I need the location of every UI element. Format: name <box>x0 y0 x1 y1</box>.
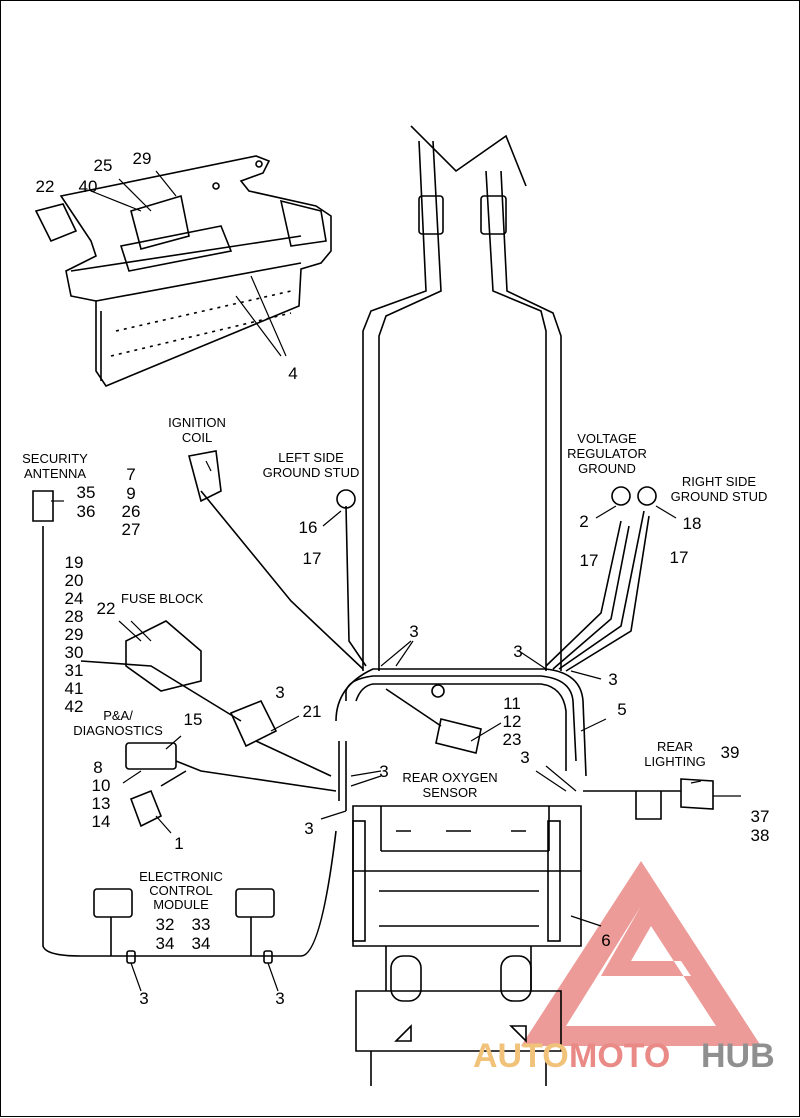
callout-18: 18 <box>683 514 702 533</box>
caption-rear-oxygen-1: REAR OXYGEN <box>402 770 497 785</box>
callout-numbers: 25 29 22 40 4 7 9 26 27 35 36 16 17 2 17… <box>36 149 770 1008</box>
callout-16: 16 <box>299 518 318 537</box>
callout-36: 36 <box>77 502 96 521</box>
callout-3-c: 3 <box>608 670 617 689</box>
harness-main <box>32 125 714 1086</box>
callout-35: 35 <box>77 483 96 502</box>
callout-20: 20 <box>65 571 84 590</box>
leader-lines <box>51 170 741 992</box>
callout-3-a: 3 <box>409 622 418 641</box>
caption-voltage-reg-3: GROUND <box>578 461 636 476</box>
callout-22-top: 22 <box>36 177 55 196</box>
callout-39: 39 <box>721 743 740 762</box>
caption-security-antenna-2: ANTENNA <box>24 466 86 481</box>
callout-3-e: 3 <box>379 762 388 781</box>
caption-rear-oxygen-2: SENSOR <box>423 785 478 800</box>
callout-3-d: 3 <box>275 683 284 702</box>
callout-40: 40 <box>79 177 98 196</box>
watermark-auto: AUTO <box>473 1037 569 1075</box>
watermark-hub: HUB <box>701 1037 775 1075</box>
callout-3-b: 3 <box>513 642 522 661</box>
caption-pa-diag-1: P&A/ <box>103 708 133 723</box>
callout-3-h: 3 <box>139 989 148 1008</box>
callout-12: 12 <box>503 712 522 731</box>
callout-17-vr: 17 <box>580 551 599 570</box>
caption-left-ground-2: GROUND STUD <box>263 465 360 480</box>
watermark-logo <box>521 861 761 1046</box>
callout-37: 37 <box>751 807 770 826</box>
callout-5: 5 <box>617 700 626 719</box>
callout-23: 23 <box>503 730 522 749</box>
caption-security-antenna-1: SECURITY <box>22 451 88 466</box>
callout-38: 38 <box>751 826 770 845</box>
caption-rear-lighting-2: LIGHTING <box>644 754 705 769</box>
callout-42: 42 <box>65 697 84 716</box>
callout-34-a: 34 <box>156 934 175 953</box>
callout-28: 28 <box>65 607 84 626</box>
callout-4: 4 <box>288 364 297 383</box>
caption-voltage-reg-1: VOLTAGE <box>577 431 637 446</box>
callout-29-list: 29 <box>65 625 84 644</box>
callout-26: 26 <box>122 502 141 521</box>
caption-right-ground-2: GROUND STUD <box>671 489 768 504</box>
caption-ecm-3: MODULE <box>153 897 209 912</box>
caption-ignition-coil-1: IGNITION <box>168 415 226 430</box>
callout-7: 7 <box>126 465 135 484</box>
watermark-moto: MOTO <box>569 1037 670 1075</box>
callout-9: 9 <box>126 484 135 503</box>
callout-25: 25 <box>94 156 113 175</box>
caption-voltage-reg-2: REGULATOR <box>567 446 647 461</box>
callout-3-f: 3 <box>520 748 529 767</box>
caption-right-ground-1: RIGHT SIDE <box>682 474 756 489</box>
callout-19: 19 <box>65 553 84 572</box>
callout-6: 6 <box>601 931 610 950</box>
callout-13: 13 <box>92 794 111 813</box>
callout-41: 41 <box>65 679 84 698</box>
callout-10: 10 <box>92 776 111 795</box>
caption-ecm-1: ELECTRONIC <box>139 869 223 884</box>
callout-33: 33 <box>192 915 211 934</box>
caption-rear-lighting-1: REAR <box>657 739 693 754</box>
callout-15: 15 <box>184 710 203 729</box>
caption-ecm-2: CONTROL <box>149 883 213 898</box>
callout-1: 1 <box>174 834 183 853</box>
caption-fuse-block: FUSE BLOCK <box>121 591 204 606</box>
callout-17-left: 17 <box>303 549 322 568</box>
callout-8: 8 <box>93 758 102 777</box>
caption-left-ground-1: LEFT SIDE <box>278 450 344 465</box>
captions: IGNITION COIL SECURITY ANTENNA LEFT SIDE… <box>22 415 767 912</box>
caption-pa-diag-2: DIAGNOSTICS <box>73 723 163 738</box>
callout-22-fuse: 22 <box>97 599 116 618</box>
callout-32: 32 <box>156 915 175 934</box>
callout-24: 24 <box>65 589 84 608</box>
connector-housing <box>34 155 332 387</box>
callout-11: 11 <box>503 694 521 713</box>
callout-34-b: 34 <box>192 934 211 953</box>
callout-30: 30 <box>65 643 84 662</box>
callout-31: 31 <box>65 661 84 680</box>
callout-21: 21 <box>303 702 322 721</box>
callout-3-g: 3 <box>304 819 313 838</box>
callout-2: 2 <box>579 512 588 531</box>
callout-17-right: 17 <box>670 548 689 567</box>
caption-ignition-coil-2: COIL <box>182 430 212 445</box>
callout-3-i: 3 <box>275 989 284 1008</box>
callout-14: 14 <box>92 812 111 831</box>
callout-27: 27 <box>122 520 141 539</box>
callout-29: 29 <box>133 149 152 168</box>
watermark-text: AUTO MOTO HUB <box>473 1037 775 1075</box>
